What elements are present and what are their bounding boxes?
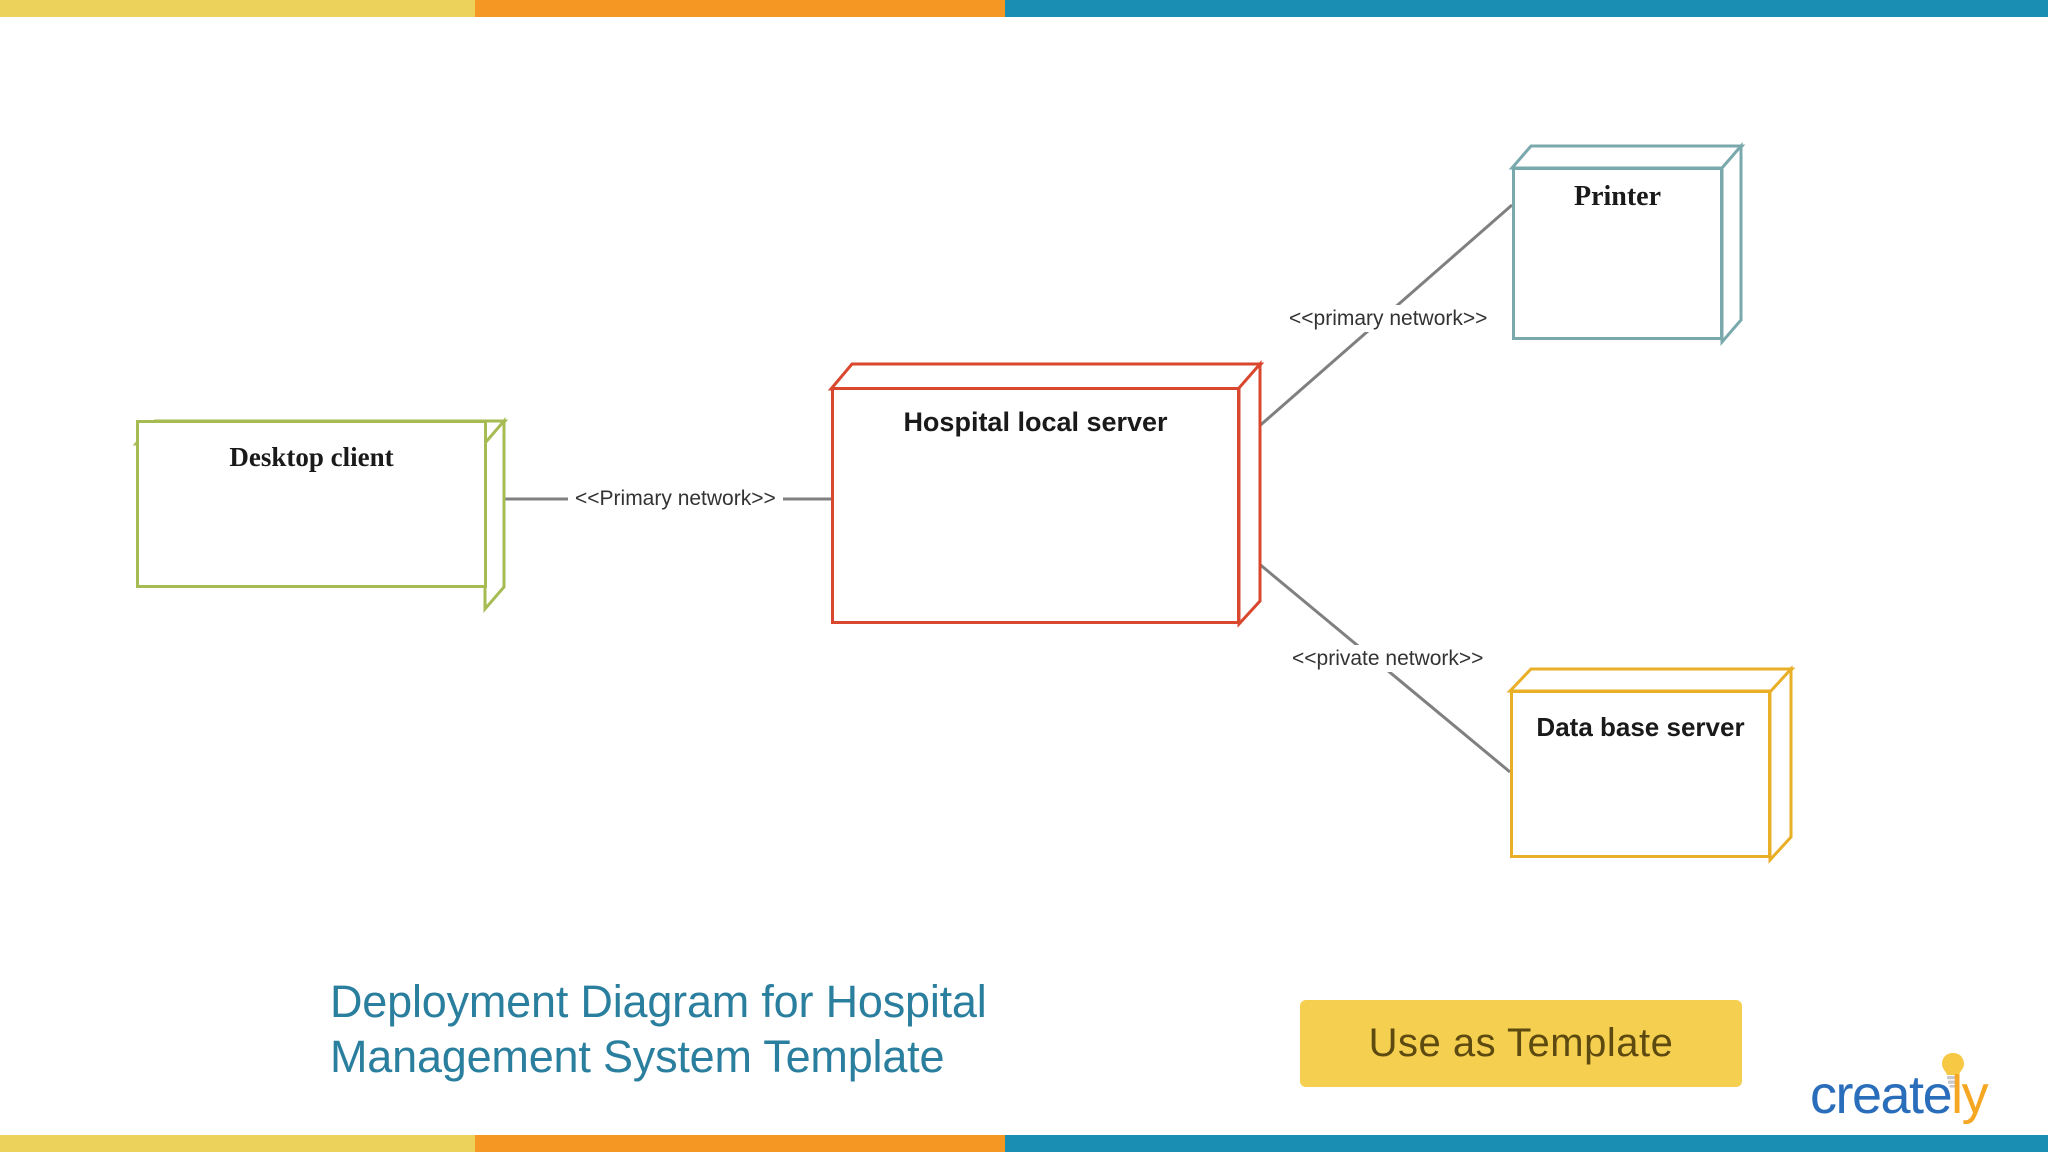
logo-text-creat: creat	[1810, 1065, 1924, 1125]
bottom-accent-bar	[0, 1135, 2048, 1152]
node-front-face	[831, 387, 1240, 624]
accent-segment-yellow	[0, 0, 475, 17]
logo-text-ly: ly	[1951, 1065, 1989, 1125]
page-title-line-1: Deployment Diagram for Hospital	[330, 976, 987, 1027]
accent-segment-yellow	[0, 1135, 475, 1152]
node-side-face	[483, 416, 510, 614]
node-side-face	[1237, 360, 1266, 628]
accent-segment-blue	[1005, 0, 2048, 17]
node-desktop-client[interactable]: Desktop client	[132, 416, 509, 614]
node-front-face	[1512, 167, 1723, 340]
node-front-face	[1510, 690, 1771, 858]
connector-label-primary-network-printer: <<primary network>>	[1282, 305, 1495, 333]
page-title-line-2: Management System Template	[330, 1030, 945, 1082]
creately-logo[interactable]: creately	[1810, 1052, 2025, 1122]
node-side-face	[1768, 665, 1795, 864]
accent-segment-blue	[1005, 1135, 2048, 1152]
lightbulb-icon	[1942, 1053, 1964, 1088]
connector-label-private-network-database: <<private network>>	[1285, 645, 1491, 673]
accent-segment-orange	[475, 1135, 1005, 1152]
node-hospital-local-server[interactable]: Hospital local server	[827, 360, 1265, 628]
use-as-template-button-label: Use as Template	[1368, 1021, 1674, 1065]
use-as-template-button[interactable]: Use as Template	[1300, 1000, 1742, 1087]
page-title: Deployment Diagram for Hospital Manageme…	[330, 975, 1130, 1085]
accent-segment-orange	[475, 0, 1005, 17]
node-side-face	[1720, 141, 1746, 347]
top-accent-bar	[0, 0, 2048, 17]
node-database-server[interactable]: Data base server	[1506, 665, 1796, 864]
connector-label-primary-network-desktop: <<Primary network>>	[568, 485, 783, 513]
creately-wordmark: creately	[1810, 1065, 1989, 1125]
logo-text-e: e	[1922, 1065, 1953, 1125]
node-printer[interactable]: Printer	[1508, 141, 1746, 347]
node-front-face	[136, 420, 487, 588]
